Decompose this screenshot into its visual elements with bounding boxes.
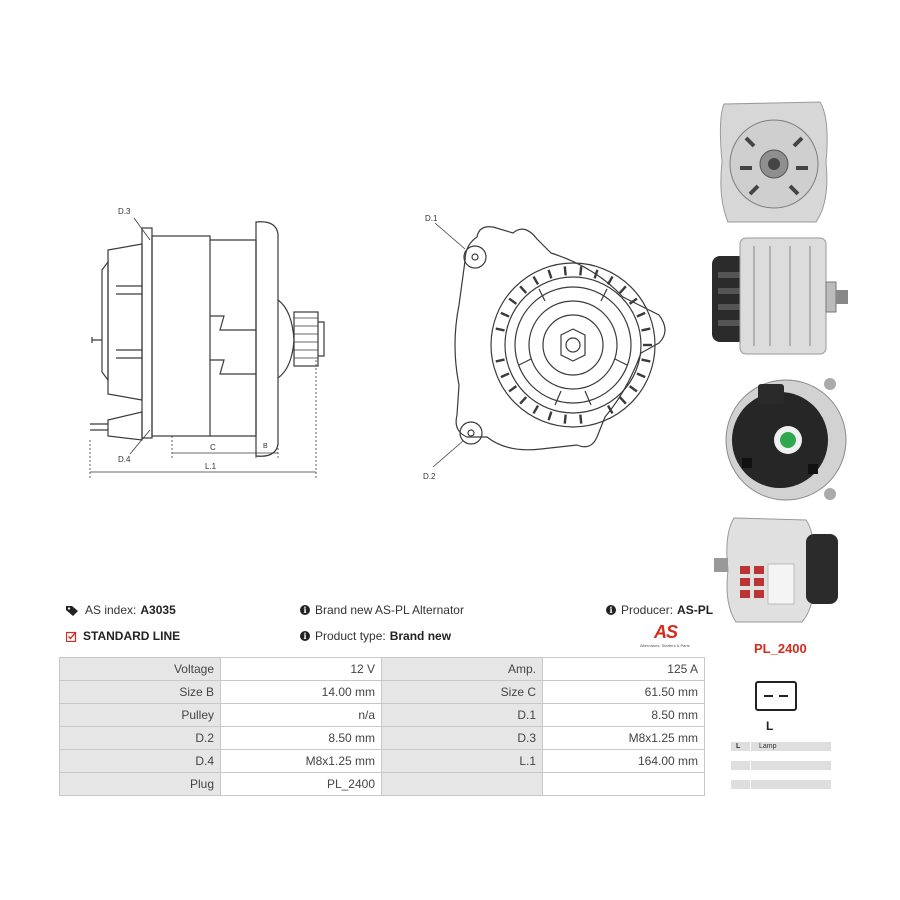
spec-value: 14.00 mm [220, 680, 382, 704]
info-icon: i [606, 605, 616, 615]
spec-label: L.1 [381, 749, 543, 773]
legend-value: Lamp [750, 742, 777, 751]
line-label: STANDARD LINE [83, 629, 181, 643]
info-icon: i [300, 605, 310, 615]
label-b: B [263, 443, 268, 450]
spec-value: 164.00 mm [542, 749, 705, 773]
spec-value: 61.50 mm [542, 680, 705, 704]
product-type-label: Product type: [315, 629, 386, 643]
legend-key: L [736, 743, 741, 750]
as-index-label: AS index: [85, 603, 137, 617]
spec-value [542, 772, 705, 796]
info-icon: i [300, 631, 310, 641]
as-index: AS index: A3035 [66, 603, 176, 617]
as-pl-logo: AS Alternators, Starters & Parts [640, 622, 704, 652]
spec-label [381, 772, 543, 796]
alternator-angle-photo [714, 517, 838, 623]
as-index-value: A3035 [140, 603, 176, 617]
logo-text: AS [654, 622, 678, 642]
plug-legend-row [731, 780, 831, 789]
label-d2: D.2 [423, 472, 436, 481]
plug-code: PL_2400 [754, 641, 807, 656]
label-d4: D.4 [118, 455, 131, 464]
producer: i Producer: AS-PL [606, 603, 713, 617]
label-d3: D.3 [118, 207, 131, 216]
description-text: Brand new AS-PL Alternator [315, 603, 464, 617]
spec-label: Plug [59, 772, 221, 796]
plug-legend-row: L Lamp [731, 742, 831, 751]
label-l1: L.1 [205, 462, 217, 471]
legend-value [750, 780, 759, 789]
label-d1: D.1 [425, 214, 438, 223]
side-view-drawing: D.3 D.4 C B L.1 [89, 207, 325, 480]
spec-value: M8x1.25 mm [542, 726, 705, 750]
legend-value [750, 761, 759, 770]
product-type: i Product type: Brand new [300, 629, 451, 643]
plug-legend-row [731, 761, 831, 770]
producer-label: Producer: [621, 603, 674, 617]
label-c: C [210, 443, 216, 452]
spec-label: Size B [59, 680, 221, 704]
front-view-drawing: D.1 D.2 [423, 214, 666, 481]
spec-value: 125 A [542, 657, 705, 681]
spec-label: Amp. [381, 657, 543, 681]
spec-value: PL_2400 [220, 772, 382, 796]
spec-value: n/a [220, 703, 382, 727]
logo-tagline: Alternators, Starters & Parts [640, 643, 690, 648]
spec-value: 8.50 mm [220, 726, 382, 750]
spec-label: D.4 [59, 749, 221, 773]
standard-line: STANDARD LINE [66, 629, 180, 643]
product-type-value: Brand new [389, 629, 452, 643]
spec-label: D.1 [381, 703, 543, 727]
spec-label: D.2 [59, 726, 221, 750]
description: i Brand new AS-PL Alternator [300, 603, 464, 617]
spec-value: M8x1.25 mm [220, 749, 382, 773]
alternator-rear-photo [725, 378, 847, 501]
spec-label: Size C [381, 680, 543, 704]
spec-value: 12 V [220, 657, 382, 681]
alternator-front-photo [719, 101, 828, 223]
spec-label: Pulley [59, 703, 221, 727]
spec-label: Voltage [59, 657, 221, 681]
spec-label: D.3 [381, 726, 543, 750]
producer-value: AS-PL [677, 603, 714, 617]
plug-pin-label: L [766, 719, 774, 733]
alternator-side-photo [712, 237, 848, 355]
spec-value: 8.50 mm [542, 703, 705, 727]
checkbox-icon [66, 631, 77, 642]
plug-connector-icon [755, 681, 797, 711]
tag-icon [66, 605, 78, 616]
